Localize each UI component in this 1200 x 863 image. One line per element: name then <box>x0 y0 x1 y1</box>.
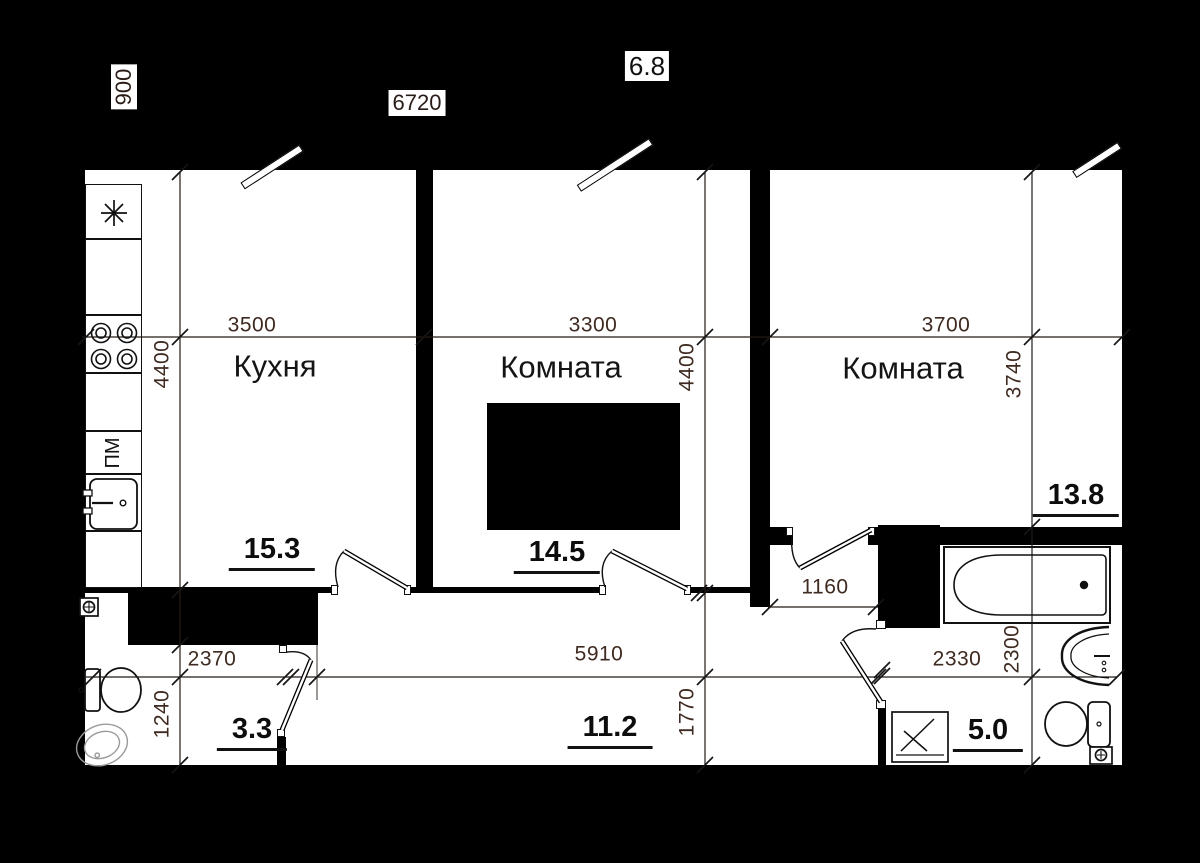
room-mid-door-opening <box>606 586 688 595</box>
wc-door-stub <box>277 737 286 765</box>
room-right-door-opening <box>793 527 868 545</box>
room-mid-name: Комната <box>500 349 622 385</box>
dim-2370: 2370 <box>187 647 237 671</box>
kitchen-bottom-wall-r <box>404 587 418 593</box>
room-mid-area: 14.5 <box>513 538 601 574</box>
dim-5910: 5910 <box>574 642 624 666</box>
room-mid-bottom-wall-l <box>433 587 599 593</box>
kitchen-sink-box <box>85 473 142 532</box>
dim-1160: 1160 <box>801 575 849 599</box>
room-mid-bottom-wall-r <box>688 587 750 593</box>
dim-2330: 2330 <box>932 647 982 671</box>
dim-4400-kitchen: 4400 <box>150 339 174 389</box>
wc-area: 3.3 <box>216 715 288 751</box>
dim-2300: 2300 <box>1000 624 1024 674</box>
dim-3500: 3500 <box>227 313 277 337</box>
shaft-kitchen-wc <box>128 590 318 645</box>
stove-box <box>85 314 142 374</box>
room-mid-niche <box>487 403 680 530</box>
hallway-area: 11.2 <box>567 713 653 749</box>
kitchen-name: Кухня <box>233 348 317 384</box>
counter-box-2 <box>85 372 142 432</box>
dim-3300: 3300 <box>568 313 618 337</box>
room-mid-door-jamb-left <box>599 585 606 595</box>
dim-1240: 1240 <box>150 689 174 739</box>
room-right-name: Комната <box>842 350 964 386</box>
bathroom-area: 5.0 <box>952 716 1024 752</box>
room-right-door-jamb-left <box>786 527 793 536</box>
room-right-area: 13.8 <box>1032 481 1120 517</box>
kitchen-floor <box>85 170 416 590</box>
room-mid-door-jamb-right <box>684 585 691 595</box>
bathroom-door-opening <box>876 628 888 700</box>
shaft-bathroom <box>878 525 940 628</box>
dim-6720: 6720 <box>388 90 446 116</box>
balcony-area-label: 6.8 <box>624 51 670 81</box>
room-right-door-jamb-right <box>868 527 875 536</box>
kitchen-door-jamb-right <box>404 585 411 595</box>
room-right-floor <box>770 170 1122 527</box>
dishwasher-label: ПМ <box>102 437 124 469</box>
bathroom-door-jamb-top <box>876 620 886 629</box>
kitchen-area: 15.3 <box>228 535 316 571</box>
kitchen-door-jamb-left <box>331 585 338 595</box>
counter-box-1 <box>85 238 142 316</box>
kitchen-bottom-wall <box>85 587 331 593</box>
dim-4400-room-mid: 4400 <box>675 342 699 392</box>
wc-door-jamb-top <box>279 645 287 653</box>
dim-3740: 3740 <box>1002 349 1026 399</box>
fridge-box <box>85 184 142 240</box>
bathroom-door-jamb-bottom <box>876 700 886 709</box>
wall-mid-right-ext <box>750 593 770 607</box>
dim-3700: 3700 <box>921 313 971 337</box>
dishwasher-box <box>85 430 142 475</box>
dim-1770: 1770 <box>675 687 699 737</box>
dim-900: 900 <box>111 64 137 110</box>
counter-box-3 <box>85 530 142 588</box>
kitchen-door-opening <box>338 586 404 595</box>
